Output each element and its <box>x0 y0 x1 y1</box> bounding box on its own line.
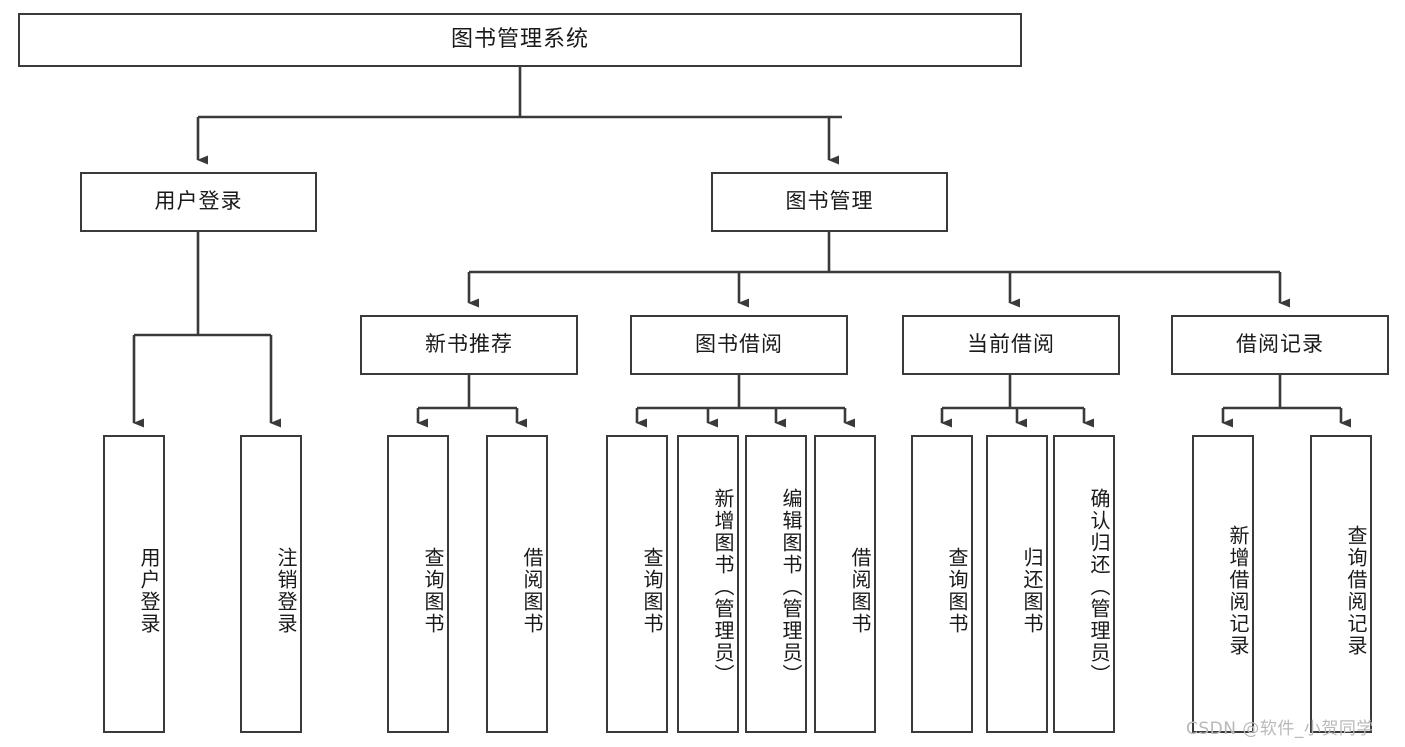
node-leaf-return-book[interactable]: 归还图书 <box>986 435 1048 733</box>
node-leaf-query-book-3[interactable]: 查询图书 <box>911 435 973 733</box>
node-leaf-edit-book[interactable]: 编辑图书（管理员） <box>745 435 807 733</box>
node-leaf-borrow-book-2[interactable]: 借阅图书 <box>814 435 876 733</box>
node-leaf-query-record[interactable]: 查询借阅记录 <box>1310 435 1372 733</box>
node-leaf-borrow-book-1[interactable]: 借阅图书 <box>486 435 548 733</box>
node-leaf-query-book-2[interactable]: 查询图书 <box>606 435 668 733</box>
book-borrow-to-leaves-connector <box>635 375 855 428</box>
node-current-borrow-label: 当前借阅 <box>967 332 1055 357</box>
node-current-borrow[interactable]: 当前借阅 <box>902 315 1120 375</box>
user-login-to-leaves-connector <box>132 232 281 428</box>
node-book-borrow-label: 图书借阅 <box>695 332 783 357</box>
node-leaf-confirm-return-label: 确认归还（管理员） <box>1087 488 1111 686</box>
node-book-borrow[interactable]: 图书借阅 <box>630 315 848 375</box>
node-leaf-add-record-label: 新增借阅记录 <box>1226 525 1250 657</box>
node-borrow-record[interactable]: 借阅记录 <box>1171 315 1389 375</box>
node-leaf-query-book-1-label: 查询图书 <box>421 547 445 635</box>
node-leaf-logout[interactable]: 注销登录 <box>240 435 302 733</box>
node-user-login-label: 用户登录 <box>154 189 243 214</box>
node-leaf-query-book-3-label: 查询图书 <box>945 547 969 635</box>
node-leaf-add-book[interactable]: 新增图书（管理员） <box>677 435 739 733</box>
node-root-label: 图书管理系统 <box>450 26 589 52</box>
node-new-book-rec[interactable]: 新书推荐 <box>360 315 578 375</box>
node-leaf-add-book-label: 新增图书（管理员） <box>711 488 735 686</box>
borrow-record-to-leaves-connector <box>1221 375 1351 428</box>
csdn-watermark: CSDN @软件_小贺同学 <box>1186 719 1374 739</box>
node-leaf-query-book-1[interactable]: 查询图书 <box>387 435 449 733</box>
node-leaf-logout-label: 注销登录 <box>274 547 298 635</box>
root-to-level1-connector <box>196 67 842 165</box>
node-leaf-query-record-label: 查询借阅记录 <box>1344 525 1368 657</box>
node-root[interactable]: 图书管理系统 <box>18 13 1022 67</box>
node-leaf-user-login-label: 用户登录 <box>137 547 161 635</box>
node-user-login[interactable]: 用户登录 <box>80 172 317 232</box>
node-leaf-edit-book-label: 编辑图书（管理员） <box>779 488 803 686</box>
node-leaf-user-login[interactable]: 用户登录 <box>103 435 165 733</box>
node-leaf-borrow-book-1-label: 借阅图书 <box>520 547 544 635</box>
node-leaf-borrow-book-2-label: 借阅图书 <box>848 547 872 635</box>
node-borrow-record-label: 借阅记录 <box>1236 332 1324 357</box>
new-book-rec-to-leaves-connector <box>416 375 527 428</box>
node-new-book-rec-label: 新书推荐 <box>425 332 513 357</box>
node-leaf-add-record[interactable]: 新增借阅记录 <box>1192 435 1254 733</box>
current-borrow-to-leaves-connector <box>940 375 1094 428</box>
node-leaf-query-book-2-label: 查询图书 <box>640 547 664 635</box>
book-manage-to-level2-connector <box>467 232 1290 308</box>
node-book-manage-label: 图书管理 <box>785 189 874 214</box>
node-leaf-return-book-label: 归还图书 <box>1020 547 1044 635</box>
node-book-manage[interactable]: 图书管理 <box>711 172 948 232</box>
node-leaf-confirm-return[interactable]: 确认归还（管理员） <box>1053 435 1115 733</box>
